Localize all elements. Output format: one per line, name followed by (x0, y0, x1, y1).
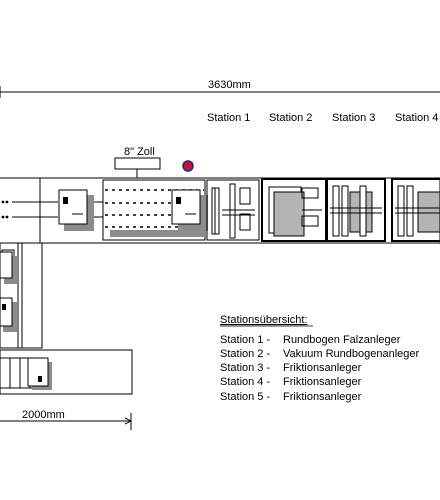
side-length-dimension (0, 413, 133, 430)
station-1-module (206, 179, 260, 241)
base-unit (0, 349, 133, 395)
feeder-unit-left (58, 189, 94, 231)
legend-desc-1: Rundbogen Falzanleger (283, 334, 401, 346)
monitor-icon (114, 157, 161, 178)
legend-station-4: Station 4 - (220, 376, 270, 388)
legend-desc-5: Friktionsanleger (283, 391, 362, 403)
station-2-label: Station 2 (269, 112, 312, 124)
side-units (0, 249, 18, 332)
side-conveyor (0, 242, 43, 349)
station-legend: Stationsübersicht: Station 1 - Rundbogen… (220, 314, 420, 403)
legend-station-2: Station 2 - (220, 348, 270, 360)
legend-title: Stationsübersicht: (220, 314, 307, 326)
total-length-dimension (0, 86, 440, 98)
station-4-label: Station 4 (395, 112, 438, 124)
station-3-module (326, 178, 386, 242)
station-1-label: Station 1 (207, 112, 250, 124)
feeder-unit-right (171, 189, 208, 231)
conveyor-tracks (105, 189, 204, 228)
legend-station-1: Station 1 - (220, 334, 270, 346)
monitor-label: 8" Zoll (124, 146, 155, 158)
station-3-label: Station 3 (332, 112, 375, 124)
legend-desc-2: Vakuum Rundbogenanleger (283, 348, 420, 360)
legend-station-3: Station 3 - (220, 362, 270, 374)
total-length-label: 3630mm (208, 79, 251, 91)
side-length-label: 2000mm (22, 409, 65, 421)
legend-desc-3: Friktionsanleger (283, 362, 362, 374)
legend-desc-4: Friktionsanleger (283, 376, 362, 388)
conveyor-shadow (110, 230, 205, 237)
inlet-dots (1, 200, 9, 219)
legend-station-5: Station 5 - (220, 391, 270, 403)
status-indicator (182, 160, 194, 172)
station-4-module (391, 178, 440, 242)
station-2-module (261, 178, 327, 242)
